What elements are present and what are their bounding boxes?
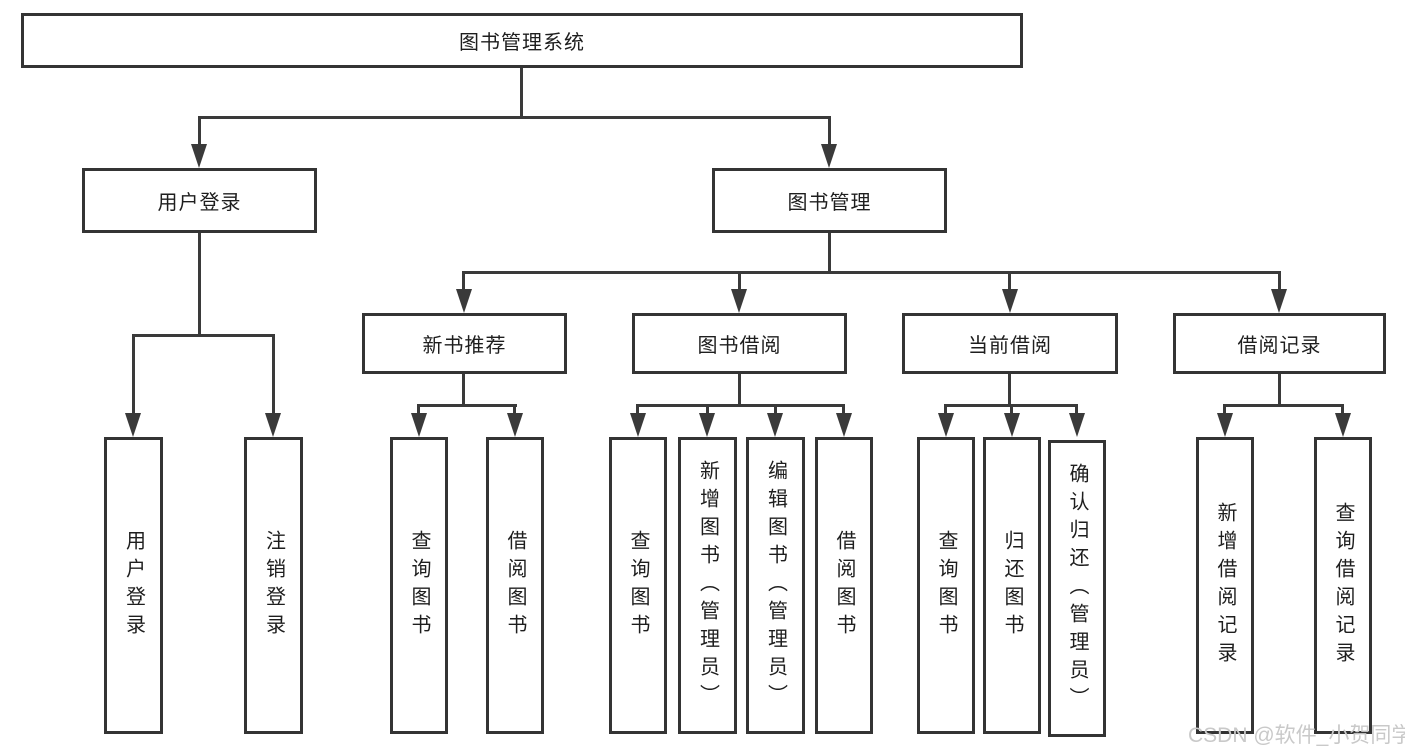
connector-g3-drop3 xyxy=(774,404,777,416)
arrowhead-down-icon xyxy=(699,413,715,437)
arrowhead-down-icon xyxy=(1335,413,1351,437)
connector-g5-bar xyxy=(1223,404,1344,407)
connector-g4-drop3 xyxy=(1075,404,1078,416)
connector-g4-drop2 xyxy=(1010,404,1013,416)
leaf-borrow-book: 借阅图书 xyxy=(815,437,873,734)
connector-book-mgmt-stem xyxy=(828,233,831,273)
leaf-confirm-return-admin: 确认归还（管理员） xyxy=(1048,440,1106,737)
arrowhead-down-icon xyxy=(1217,413,1233,437)
connector-drop-borrow-record xyxy=(1278,271,1281,291)
connector-g5-drop2 xyxy=(1341,404,1344,416)
connector-drop-book-borrow xyxy=(738,271,741,291)
connector-g2-stem xyxy=(462,374,465,406)
leaf-borrow-query-book: 查询图书 xyxy=(609,437,667,734)
connector-drop-new-book xyxy=(462,271,465,291)
node-borrow-records: 借阅记录 xyxy=(1173,313,1386,374)
arrowhead-down-icon xyxy=(1069,413,1085,437)
connector-l3-bar xyxy=(462,271,1280,274)
leaf-user-login: 用户登录 xyxy=(104,437,163,734)
connector-root-stem xyxy=(520,68,523,118)
leaf-query-borrow-record: 查询借阅记录 xyxy=(1314,437,1372,734)
arrowhead-down-icon xyxy=(767,413,783,437)
connector-user-login-stem xyxy=(198,233,201,336)
arrowhead-down-icon xyxy=(411,413,427,437)
connector-g5-stem xyxy=(1278,374,1281,406)
connector-user-login-bar xyxy=(132,334,275,337)
arrowhead-down-icon xyxy=(938,413,954,437)
arrowhead-down-icon xyxy=(731,289,747,313)
connector-g5-drop1 xyxy=(1223,404,1226,416)
connector-g3-bar xyxy=(636,404,845,407)
connector-drop-user-login xyxy=(198,116,201,146)
leaf-recommend-query-book: 查询图书 xyxy=(390,437,448,734)
leaf-current-query-book: 查询图书 xyxy=(917,437,975,734)
arrowhead-down-icon xyxy=(125,413,141,437)
connector-g3-stem xyxy=(738,374,741,406)
arrowhead-down-icon xyxy=(507,413,523,437)
leaf-add-borrow-record: 新增借阅记录 xyxy=(1196,437,1254,734)
node-current-borrowing: 当前借阅 xyxy=(902,313,1118,374)
connector-drop-login xyxy=(132,334,135,414)
arrowhead-down-icon xyxy=(821,144,837,168)
connector-g2-drop1 xyxy=(417,404,420,416)
leaf-recommend-borrow-book: 借阅图书 xyxy=(486,437,544,734)
leaf-add-book-admin: 新增图书（管理员） xyxy=(678,437,737,734)
connector-g3-drop1 xyxy=(636,404,639,416)
leaf-return-book: 归还图书 xyxy=(983,437,1041,734)
arrowhead-down-icon xyxy=(1004,413,1020,437)
arrowhead-down-icon xyxy=(191,144,207,168)
node-book-management: 图书管理 xyxy=(712,168,947,233)
connector-g4-drop1 xyxy=(944,404,947,416)
connector-g2-bar xyxy=(417,404,517,407)
node-root: 图书管理系统 xyxy=(21,13,1023,68)
arrowhead-down-icon xyxy=(1271,289,1287,313)
connector-g3-drop2 xyxy=(706,404,709,416)
arrowhead-down-icon xyxy=(836,413,852,437)
connector-drop-book-mgmt xyxy=(828,116,831,146)
leaf-edit-book-admin: 编辑图书（管理员） xyxy=(746,437,805,734)
node-book-borrowing: 图书借阅 xyxy=(632,313,847,374)
node-user-login: 用户登录 xyxy=(82,168,317,233)
connector-g3-drop4 xyxy=(842,404,845,416)
connector-g4-stem xyxy=(1008,374,1011,406)
connector-drop-current-borrow xyxy=(1008,271,1011,291)
leaf-logout: 注销登录 xyxy=(244,437,303,734)
arrowhead-down-icon xyxy=(630,413,646,437)
connector-drop-logout xyxy=(272,334,275,414)
arrowhead-down-icon xyxy=(265,413,281,437)
arrowhead-down-icon xyxy=(1002,289,1018,313)
connector-l2-bar xyxy=(198,116,831,119)
watermark: CSDN @软件_小贺同学 xyxy=(1188,724,1405,747)
arrowhead-down-icon xyxy=(456,289,472,313)
node-new-book-recommend: 新书推荐 xyxy=(362,313,567,374)
connector-g2-drop2 xyxy=(513,404,516,416)
